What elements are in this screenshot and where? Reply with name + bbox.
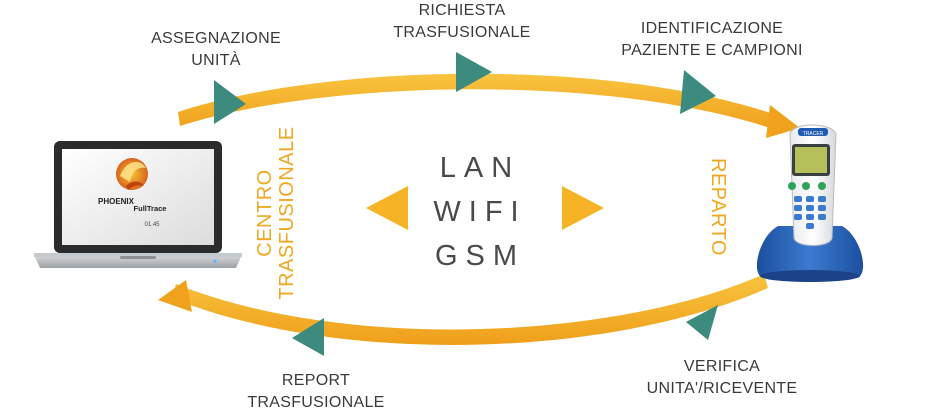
network-wifi: WIFI <box>433 196 527 228</box>
step-richiesta: RICHIESTA TRASFUSIONALE <box>372 0 552 44</box>
step-identificazione-line2: PAZIENTE E CAMPIONI <box>621 42 803 59</box>
step-verifica-line1: VERIFICA <box>683 358 761 375</box>
step-richiesta-line1: RICHIESTA <box>418 2 506 19</box>
device-brand: TRACER <box>803 131 824 137</box>
bottom-arc-arrowhead <box>158 280 192 312</box>
step-identificazione-line1: IDENTIFICAZIONE <box>640 20 784 37</box>
right-network-arrow <box>562 186 604 230</box>
laptop-image: PHOENIX FullTrace 01.45 <box>34 141 242 268</box>
top-arc-arrowhead <box>766 105 800 138</box>
phoenix-logo <box>116 158 148 190</box>
step-assegnazione-line2: UNITÀ <box>191 52 241 69</box>
reparto-text: REPARTO <box>707 158 729 256</box>
centro-trasfusionale-label: CENTRO TRASFUSIONALE <box>254 113 298 313</box>
laptop-product: FullTrace <box>134 204 167 213</box>
centro-line2: TRASFUSIONALE <box>276 126 298 300</box>
step-verifica: VERIFICA UNITA'/RICEVENTE <box>626 356 818 400</box>
network-gsm: GSM <box>434 240 526 272</box>
flow-arrow-2 <box>456 52 492 92</box>
reparto-label: REPARTO <box>707 147 729 267</box>
step-identificazione: IDENTIFICAZIONE PAZIENTE E CAMPIONI <box>592 18 832 62</box>
network-types: LAN WIFI GSM <box>420 146 540 278</box>
handheld-device-image: TRACER <box>756 124 864 282</box>
centro-line1: CENTRO <box>254 169 276 257</box>
flow-arrow-1 <box>214 80 246 124</box>
left-network-arrow <box>366 186 408 230</box>
flow-arrow-4 <box>686 305 718 340</box>
top-arc <box>178 73 785 132</box>
flow-arrow-5 <box>292 318 324 356</box>
network-lan: LAN <box>439 152 521 184</box>
step-assegnazione-line1: ASSEGNAZIONE <box>151 30 281 47</box>
step-richiesta-line2: TRASFUSIONALE <box>393 24 531 41</box>
step-report: REPORT TRASFUSIONALE <box>224 370 408 414</box>
step-verifica-line2: UNITA'/RICEVENTE <box>646 380 798 397</box>
step-assegnazione: ASSEGNAZIONE UNITÀ <box>132 28 300 72</box>
laptop-brand: PHOENIX <box>98 197 135 206</box>
laptop-version: 01.45 <box>144 222 160 228</box>
flow-arrow-3 <box>680 70 716 114</box>
step-report-line2: TRASFUSIONALE <box>247 394 385 411</box>
step-report-line1: REPORT <box>281 372 351 389</box>
